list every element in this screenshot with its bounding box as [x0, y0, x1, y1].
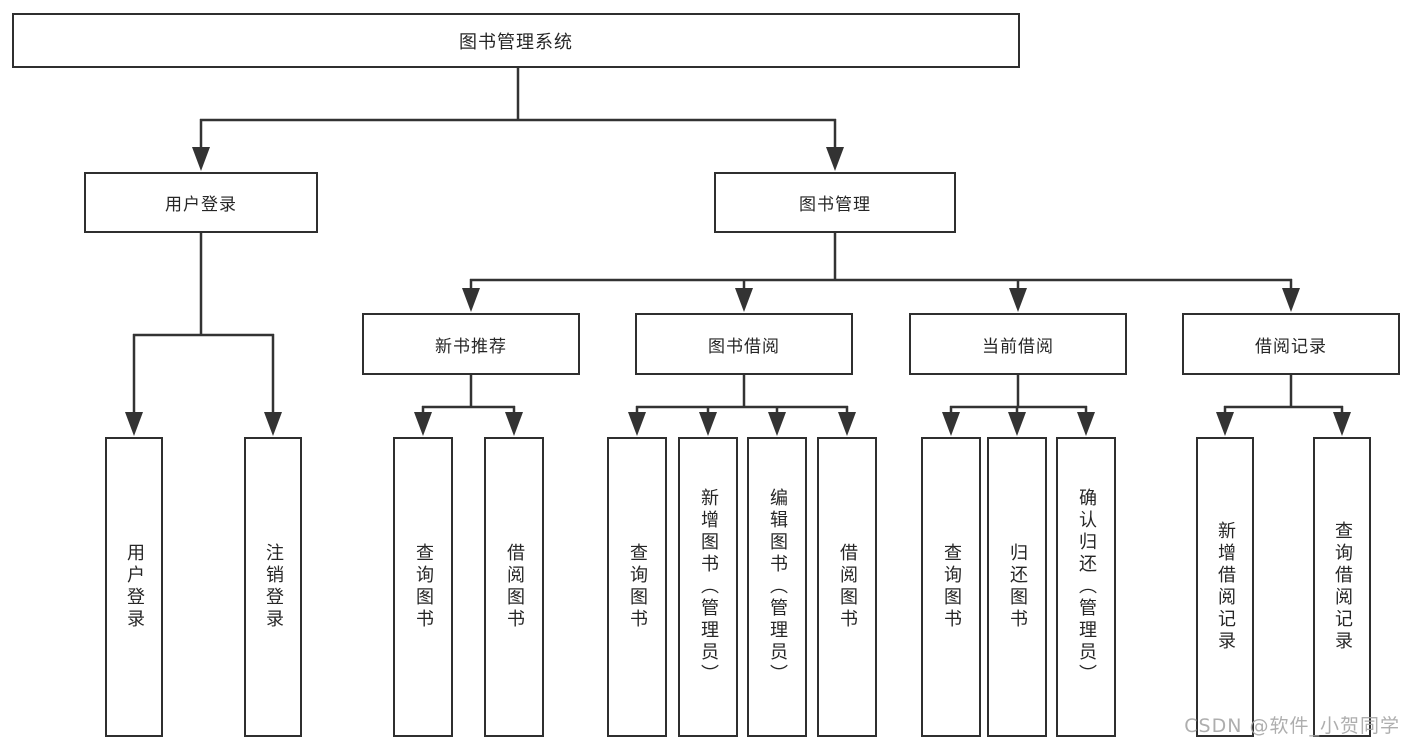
node-label: 查询图书	[941, 543, 962, 631]
leaf-newbook-borrow-books: 借阅图书	[484, 437, 544, 737]
node-label: 新增图书（管理员）	[698, 488, 719, 686]
leaf-logout: 注销登录	[244, 437, 302, 737]
leaf-edit-books-admin: 编辑图书（管理员）	[747, 437, 807, 737]
node-label: 当前借阅	[982, 336, 1054, 357]
node-label: 查询图书	[413, 543, 434, 631]
leaf-add-borrow-record: 新增借阅记录	[1196, 437, 1254, 737]
leaf-newbook-query-books: 查询图书	[393, 437, 453, 737]
leaf-add-books-admin: 新增图书（管理员）	[678, 437, 738, 737]
arrowheads	[125, 147, 1351, 436]
node-label: 确认归还（管理员）	[1076, 488, 1097, 686]
node-label: 借阅图书	[504, 543, 525, 631]
node-label: 编辑图书（管理员）	[767, 488, 788, 686]
node-label: 归还图书	[1007, 543, 1028, 631]
node-label: 图书管理系统	[459, 31, 573, 53]
node-book-management: 图书管理	[714, 172, 956, 233]
leaf-borrowing-query-books: 查询图书	[607, 437, 667, 737]
node-borrowing-records: 借阅记录	[1182, 313, 1400, 375]
node-label: 查询借阅记录	[1332, 521, 1353, 653]
leaf-user-login: 用户登录	[105, 437, 163, 737]
leaf-query-borrow-record: 查询借阅记录	[1313, 437, 1371, 737]
node-label: 查询图书	[627, 543, 648, 631]
node-label: 新增借阅记录	[1215, 521, 1236, 653]
node-label: 借阅图书	[837, 543, 858, 631]
node-label: 用户登录	[124, 543, 145, 631]
node-user-login: 用户登录	[84, 172, 318, 233]
node-label: 用户登录	[165, 195, 237, 215]
node-label: 图书管理	[799, 195, 871, 215]
node-library-management-system: 图书管理系统	[12, 13, 1020, 68]
leaf-return-books: 归还图书	[987, 437, 1047, 737]
node-new-book-recommendation: 新书推荐	[362, 313, 580, 375]
csdn-watermark: CSDN @软件_小贺同学	[1184, 715, 1400, 737]
node-label: 新书推荐	[435, 336, 507, 357]
leaf-borrow-books: 借阅图书	[817, 437, 877, 737]
node-label: 注销登录	[263, 543, 284, 631]
leaf-confirm-return-admin: 确认归还（管理员）	[1056, 437, 1116, 737]
leaf-current-query-books: 查询图书	[921, 437, 981, 737]
node-label: 借阅记录	[1255, 336, 1327, 357]
node-book-borrowing: 图书借阅	[635, 313, 853, 375]
node-label: 图书借阅	[708, 336, 780, 357]
node-current-borrowing: 当前借阅	[909, 313, 1127, 375]
